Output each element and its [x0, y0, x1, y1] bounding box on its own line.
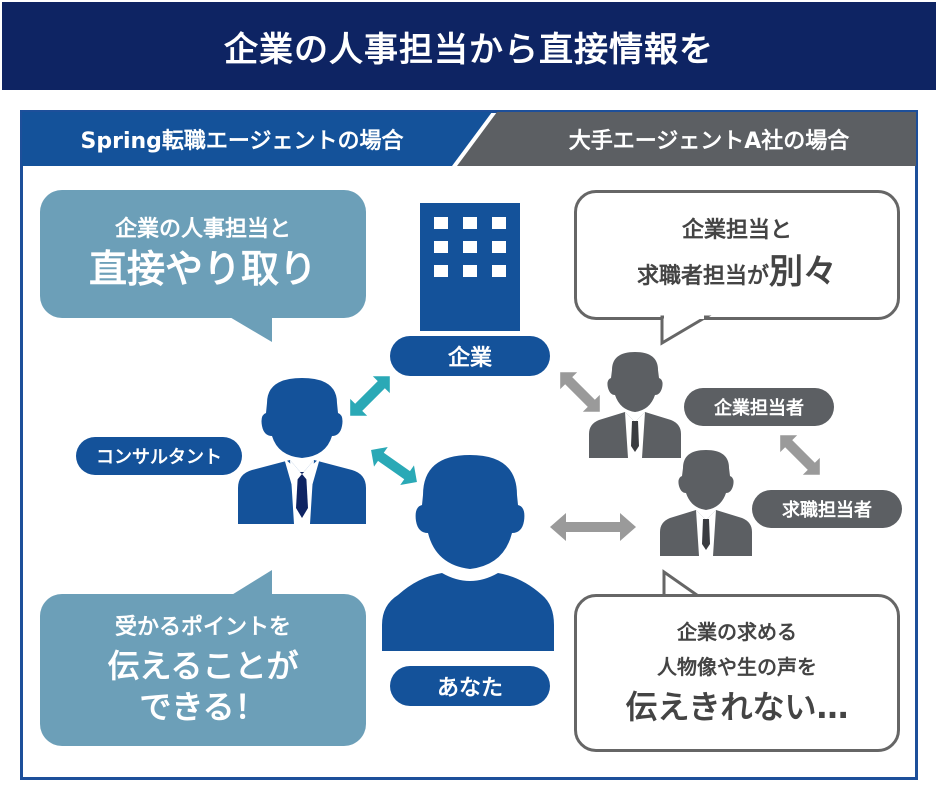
you-label: あなた	[390, 666, 550, 706]
bubble-tail	[660, 315, 712, 346]
consultant-label: コンサルタント	[76, 437, 242, 475]
comparison-tabs: Spring転職エージェントの場合 大手エージェントA社の場合	[22, 112, 916, 166]
spring-result-bubble: 受かるポイントを 伝えることが できる！	[40, 594, 366, 746]
agent-result-bubble: 企業の求める 人物像や生の声を 伝えきれない…	[574, 594, 900, 752]
job-seeker-rep-person-icon	[660, 450, 752, 556]
double-arrow-icon	[350, 376, 390, 416]
company-rep-label: 企業担当者	[684, 388, 834, 426]
bubble-tail	[230, 570, 272, 596]
spring-benefit-bubble: 企業の人事担当と 直接やり取り	[40, 190, 366, 318]
tab-agent-a: 大手エージェントA社の場合	[568, 129, 850, 154]
double-arrow-icon	[560, 372, 600, 412]
company-rep-person-icon	[589, 352, 681, 458]
you-person-icon	[382, 455, 554, 651]
page-title: 企業の人事担当から直接情報を	[224, 29, 714, 70]
consultant-person-icon	[238, 378, 366, 524]
double-arrow-icon	[371, 446, 417, 486]
agent-problem-bubble: 企業担当と 求職者担当が別々	[574, 190, 900, 320]
double-arrow-icon	[780, 435, 820, 475]
job-seeker-rep-label: 求職担当者	[752, 490, 902, 528]
tabs-background	[22, 112, 916, 166]
double-arrow-icon	[550, 513, 636, 541]
company-label: 企業	[390, 336, 550, 376]
bubble-tail	[228, 316, 272, 342]
building-icon	[420, 203, 520, 331]
page-header: 企業の人事担当から直接情報を	[2, 2, 936, 90]
tab-spring: Spring転職エージェントの場合	[80, 129, 404, 154]
